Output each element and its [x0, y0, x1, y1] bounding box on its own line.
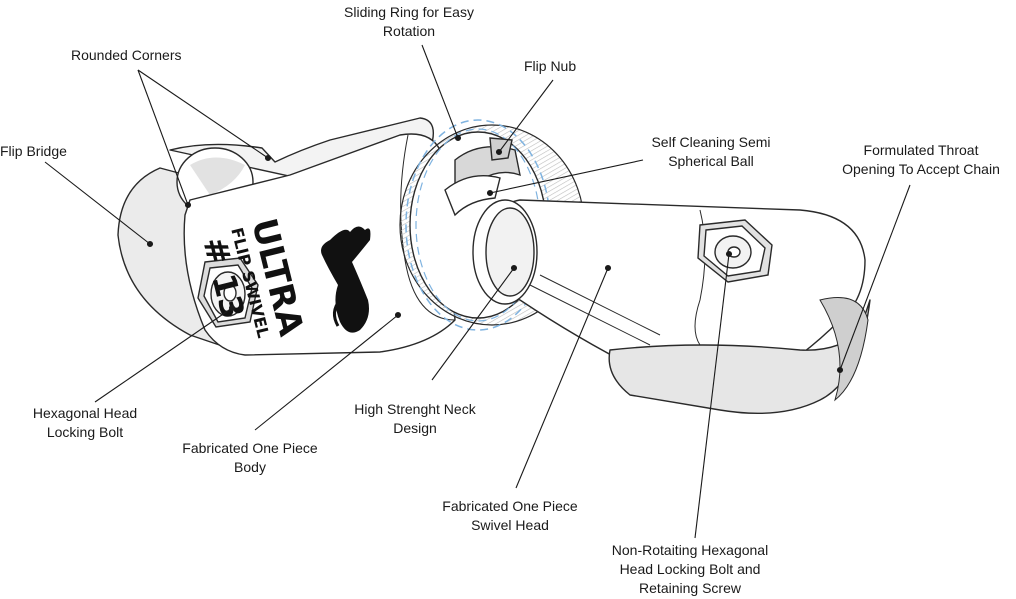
swivel-head [476, 199, 871, 415]
label-throat-line2: Opening To Accept Chain [842, 161, 1000, 177]
label-self-cleaning-line2: Spherical Ball [668, 153, 754, 169]
label-hex-bolt: Hexagonal Head Locking Bolt [10, 404, 160, 442]
leader-lines [44, 44, 911, 539]
spherical-ball [444, 137, 521, 217]
label-sliding-ring: Sliding Ring for Easy Rotation [318, 3, 500, 41]
neck [472, 199, 538, 305]
label-one-piece-body: Fabricated One Piece Body [160, 439, 340, 477]
label-neck: High Strenght Neck Design [330, 400, 500, 438]
label-non-rotating-bolt-line3: Retaining Screw [639, 580, 741, 596]
label-neck-line1: High Strenght Neck [354, 401, 476, 417]
label-neck-line2: Design [393, 420, 437, 436]
label-one-piece-body-line1: Fabricated One Piece [182, 440, 318, 456]
beaver-mascot-logo [321, 226, 371, 333]
label-flip-nub: Flip Nub [524, 57, 576, 76]
label-swivel-head: Fabricated One Piece Swivel Head [420, 497, 600, 535]
label-non-rotating-bolt-line2: Head Locking Bolt and [619, 561, 761, 577]
throat-opening [819, 297, 869, 402]
label-swivel-head-line1: Fabricated One Piece [442, 498, 578, 514]
label-non-rotating-bolt-line1: Non-Rotaiting Hexagonal [611, 542, 769, 558]
label-hex-bolt-line2: Locking Bolt [46, 424, 124, 440]
label-flip-nub-text: Flip Nub [524, 58, 577, 74]
label-sliding-ring-line2: Rotation [382, 23, 436, 39]
label-flip-bridge-text: Flip Bridge [0, 143, 67, 159]
label-flip-bridge: Flip Bridge [0, 142, 67, 161]
hex-bolt-left [197, 257, 259, 328]
label-self-cleaning-line1: Self Cleaning Semi [651, 134, 771, 150]
label-rounded-corners-text: Rounded Corners [71, 47, 182, 63]
label-throat: Formulated Throat Opening To Accept Chai… [826, 141, 1016, 179]
label-sliding-ring-line1: Sliding Ring for Easy [344, 4, 474, 20]
hex-bolt-right [697, 219, 773, 283]
label-hex-bolt-line1: Hexagonal Head [32, 405, 138, 421]
label-swivel-head-line2: Swivel Head [471, 517, 549, 533]
label-rounded-corners: Rounded Corners [71, 46, 182, 65]
label-self-cleaning: Self Cleaning Semi Spherical Ball [628, 133, 794, 171]
label-one-piece-body-line2: Body [234, 459, 266, 475]
label-throat-line1: Formulated Throat [863, 142, 979, 158]
label-non-rotating-bolt: Non-Rotaiting Hexagonal Head Locking Bol… [590, 541, 790, 598]
